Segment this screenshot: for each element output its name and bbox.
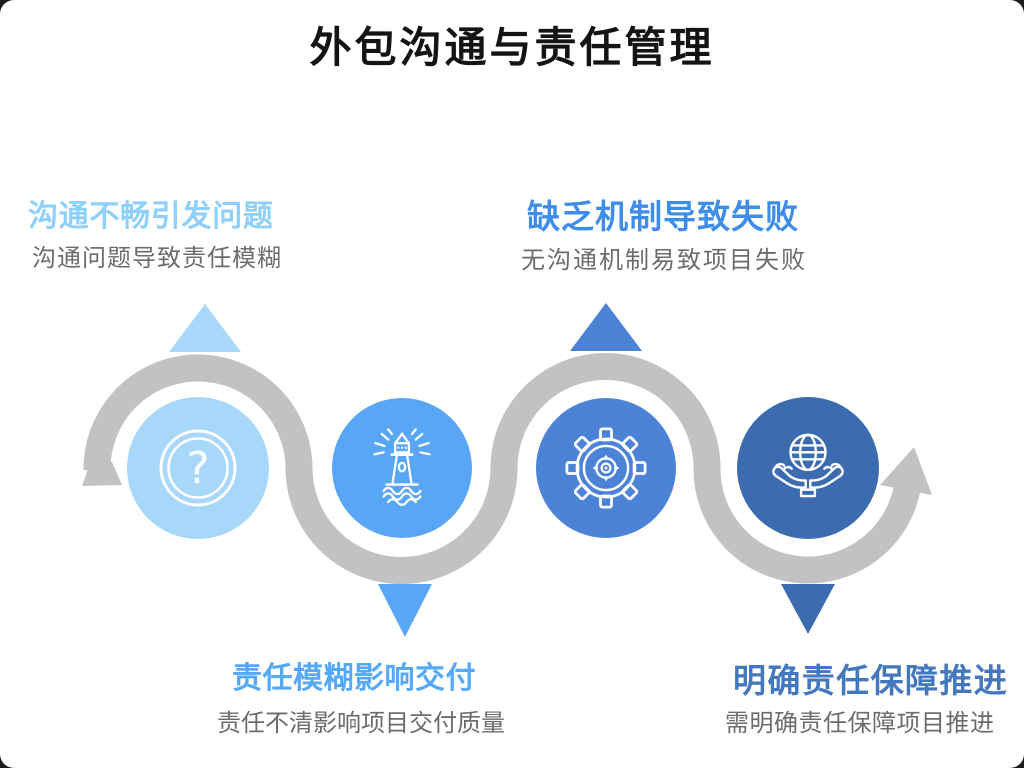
lantern-dot (404, 446, 407, 449)
question-outer-ring (159, 429, 237, 507)
step-2-circle (332, 398, 472, 538)
step-2-down-triangle (378, 584, 432, 637)
lighthouse-icon (373, 428, 431, 506)
hands-wrist-base (799, 488, 817, 498)
hand-left (772, 465, 807, 489)
step-4-circle (737, 397, 879, 539)
lantern-dot (400, 446, 404, 449)
target-center-dot (604, 466, 608, 470)
step-4-heading: 明确责任保障推进 (733, 662, 1009, 699)
target-pointer-west (592, 464, 598, 472)
step-1-up-triangle (169, 304, 241, 352)
step-1-circle (127, 397, 269, 539)
target-pointer-east (614, 464, 620, 472)
globe-parallels (789, 444, 827, 461)
step-4-subtitle: 需明确责任保障项目推进 (725, 710, 995, 737)
light-rays-right (410, 428, 431, 456)
target-center-ring (600, 462, 612, 474)
step-3-up-triangle (570, 303, 642, 351)
question-glyph: ? (186, 443, 209, 494)
hand-right-fingers (823, 462, 842, 471)
lighthouse-door (397, 461, 407, 473)
globe-hands-icon (772, 433, 844, 498)
wave-start-flare (82, 462, 122, 486)
wave-path (83, 353, 921, 584)
wave-line (387, 498, 417, 506)
gear-inner-ring (582, 444, 630, 492)
question-icon: ? (159, 429, 237, 507)
lighthouse-roof (393, 432, 411, 445)
question-inner-ring (167, 437, 229, 499)
step-2-heading: 责任模糊影响交付 (232, 662, 476, 695)
gear-body (575, 437, 637, 499)
step-3-subtitle: 无沟通机制易致项目失败 (521, 247, 807, 274)
step-1-heading: 沟通不畅引发问题 (28, 200, 274, 233)
step-2-subtitle: 责任不清影响项目交付质量 (217, 710, 505, 737)
step-1-subtitle: 沟通问题导致责任模糊 (32, 245, 282, 272)
wave-line (382, 486, 422, 496)
step-3-heading: 缺乏机制导致失败 (527, 198, 799, 235)
target-pointer-north (602, 454, 610, 460)
gear-target-icon (565, 427, 647, 509)
lighthouse-lantern (393, 442, 411, 454)
step-4-down-triangle (781, 584, 835, 634)
hand-left-fingers (774, 462, 793, 471)
target-pointer-south (602, 476, 610, 482)
light-rays-left (373, 428, 394, 456)
page-title: 外包沟通与责任管理 (309, 24, 715, 71)
lantern-dot (397, 446, 400, 449)
wave-arrowhead-icon (880, 447, 932, 495)
lighthouse-tower (391, 453, 413, 486)
hand-right (809, 465, 844, 489)
